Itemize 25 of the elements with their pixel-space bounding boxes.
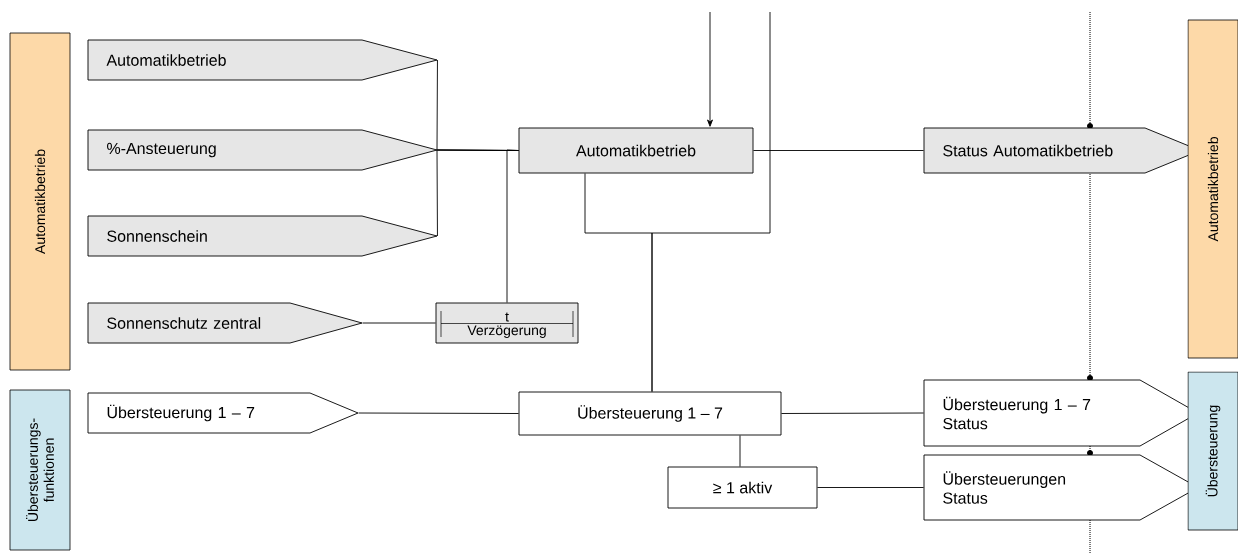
input-arrow-box: Sonnenschein [87, 215, 438, 257]
connector-line [506, 149, 519, 303]
connector-line [817, 487, 925, 488]
connector-line [584, 173, 653, 392]
side-band: Automatikbetrieb [9, 32, 71, 371]
input-arrow-box: %-Ansteuerung [87, 129, 438, 171]
arrow [707, 11, 713, 127]
input-arrow-box: Automatikbetrieb [87, 39, 438, 81]
side-band: Übersteuerungs- funktionen [9, 389, 71, 551]
input-arrow-box: Sonnenschutz zentral [87, 302, 363, 344]
connector-line [358, 412, 519, 414]
output-arrow-box: Übersteuerungen Status [923, 454, 1199, 521]
function-box: Übersteuerung 1 – 7 [518, 391, 782, 436]
output-arrow-box: Übersteuerung 1 – 7 Status [923, 379, 1199, 447]
connector-line [362, 322, 436, 324]
side-band: Übersteuerung [1187, 371, 1238, 531]
output-arrow-box: Status Automatikbetrieb [923, 127, 1201, 174]
function-box: Automatikbetrieb [518, 127, 754, 174]
connector-line [781, 412, 925, 414]
function-box: ≥ 1 aktiv [667, 466, 818, 509]
side-band: Automatikbetrieb [1187, 19, 1238, 359]
connector-line [753, 150, 925, 151]
delay-box: t Verzögerung [435, 302, 579, 344]
connector-line [739, 435, 741, 467]
input-arrow-box: Übersteuerung 1 – 7 [87, 392, 359, 434]
